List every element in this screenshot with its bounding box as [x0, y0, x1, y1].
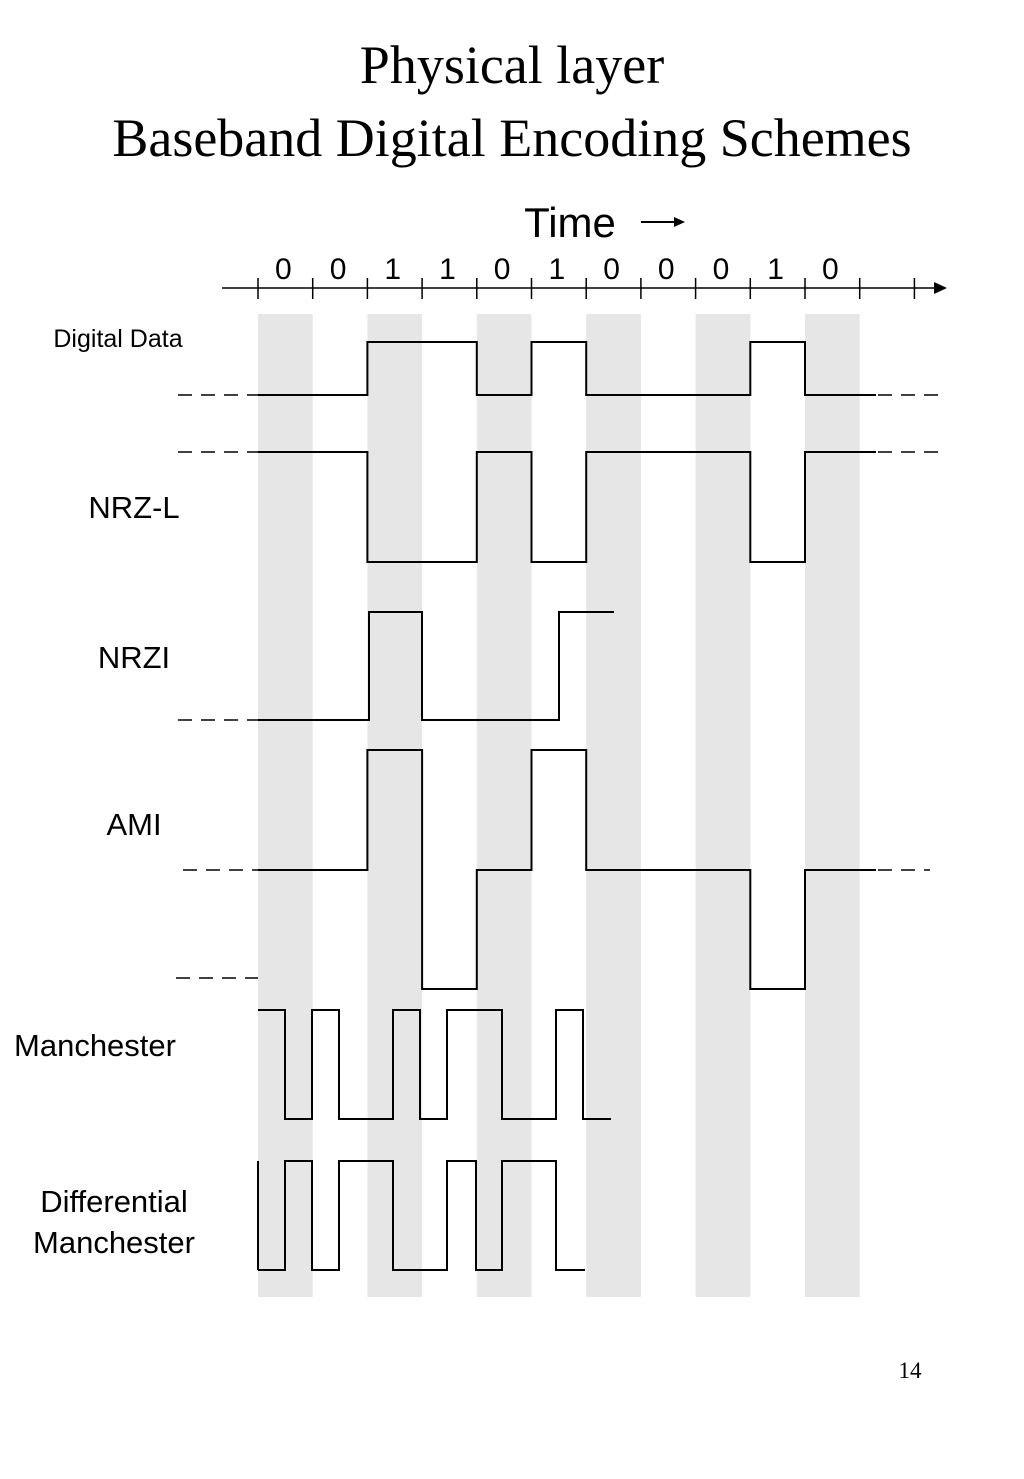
bit-label: 0 — [713, 253, 730, 286]
time-label: Time — [524, 199, 616, 246]
nrz-l-wave — [258, 451, 876, 563]
bit-label: 0 — [822, 253, 839, 286]
shade-band — [586, 314, 641, 1297]
bit-label: 1 — [384, 253, 401, 286]
time-axis — [222, 282, 947, 294]
continuation-dashes — [176, 394, 940, 979]
axis-ticks — [257, 278, 916, 299]
axis-arrowhead — [934, 282, 947, 294]
bit-period-shading — [258, 314, 860, 1297]
row-label: Differential — [40, 1184, 188, 1219]
shade-band — [258, 314, 313, 1297]
bit-label: 0 — [494, 253, 511, 286]
shade-band — [695, 314, 751, 1297]
row-label: NRZI — [98, 640, 170, 675]
row-label: Manchester — [33, 1225, 195, 1260]
row-label: Digital Data — [53, 325, 182, 353]
shade-band — [805, 314, 860, 1297]
row-labels: Digital DataNRZ-LNRZIAMIManchesterDiffer… — [14, 325, 195, 1260]
bit-label: 0 — [603, 253, 620, 286]
waveforms — [257, 341, 876, 1271]
shade-band — [367, 314, 423, 1297]
slide-title-line-2: Baseband Digital Encoding Schemes — [112, 108, 912, 168]
manchester-wave — [258, 1009, 611, 1120]
nrzi-wave — [258, 611, 614, 721]
page-number: 14 — [898, 1358, 922, 1383]
shade-band — [476, 314, 532, 1297]
bit-label: 1 — [767, 253, 784, 286]
slide-title-line-1: Physical layer — [359, 35, 665, 95]
bit-label: 0 — [330, 253, 347, 286]
ami-wave — [258, 749, 876, 990]
bit-label: 0 — [658, 253, 675, 286]
digital-data-wave — [258, 341, 876, 396]
row-label: AMI — [106, 807, 161, 842]
right-arrow-icon — [641, 217, 685, 227]
bit-labels: 0 0 1 1 0 1 0 0 0 1 0 — [275, 253, 839, 286]
bit-label: 0 — [275, 253, 292, 286]
bit-label: 1 — [439, 253, 456, 286]
differential-manchester-wave — [257, 1160, 585, 1271]
row-label: NRZ-L — [88, 490, 179, 525]
row-label: Manchester — [14, 1028, 176, 1063]
bit-label: 1 — [549, 253, 566, 286]
